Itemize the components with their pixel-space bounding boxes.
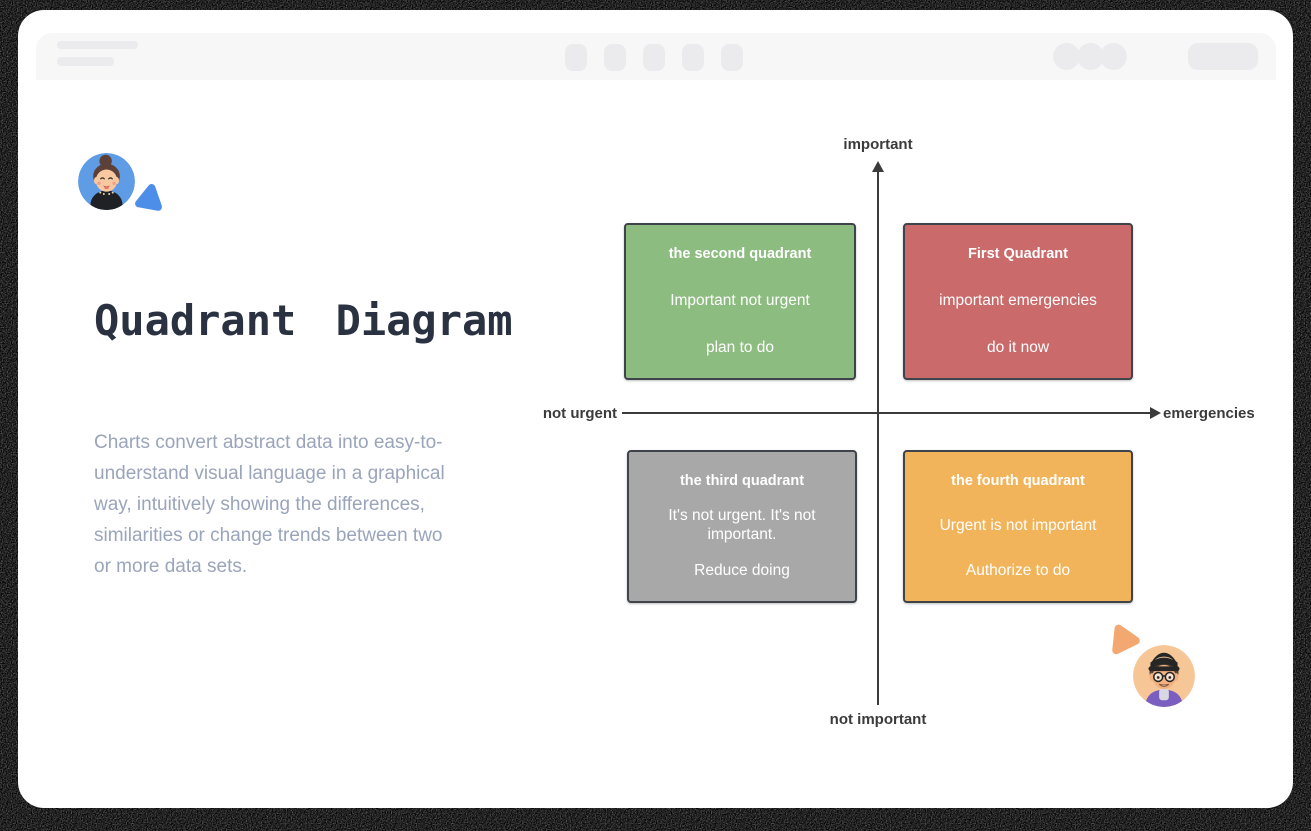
axis-label-not-urgent: not urgent [542,405,617,422]
axis-label-important: important [843,136,913,153]
vertical-axis [877,163,879,705]
collaborator-avatar-cap [1133,645,1195,707]
orange-cursor-pointer [1100,620,1145,665]
quadrant-box-third[interactable]: the third quadrant It's not urgent. It's… [627,450,857,603]
quadrant-subtitle: important emergencies [939,291,1097,309]
quadrant-action: Authorize to do [965,562,1071,579]
toolbar-button-placeholder-4[interactable] [682,44,704,71]
browser-toolbar [36,33,1276,80]
quadrant-subtitle: Important not urgent [670,291,810,309]
page-description: Charts convert abstract data into easy-t… [94,432,445,577]
app-window: Quadrant Diagram Charts convert abstract… [18,10,1293,808]
quadrant-action: Reduce doing [694,562,790,579]
quadrant-box-first[interactable]: First Quadrant important emergencies do … [903,223,1133,380]
quadrant-title: First Quadrant [968,246,1068,262]
quadrant-action: do it now [986,339,1050,356]
toolbar-text-placeholder-1 [57,41,138,49]
horizontal-axis [622,412,1152,414]
quadrant-title: the fourth quadrant [951,473,1085,489]
axis-label-not-important: not important [829,711,927,728]
page-title: Quadrant Diagram [94,296,513,345]
collaborator-avatar-placeholder-2[interactable] [1077,43,1104,70]
quadrant-title: the third quadrant [679,473,805,489]
quadrant-subtitle: It's not urgent. It's not important. [668,507,816,543]
toolbar-button-placeholder-2[interactable] [604,44,626,71]
quadrant-box-second[interactable]: the second quadrant Important not urgent… [624,223,856,380]
quadrant-box-fourth[interactable]: the fourth quadrant Urgent is not import… [903,450,1133,603]
blue-cursor-pointer [133,180,168,215]
toolbar-text-placeholder-2 [57,57,114,66]
toolbar-button-placeholder-5[interactable] [721,44,743,71]
quadrant-subtitle: Urgent is not important [939,516,1097,534]
quadrant-action: plan to do [705,339,775,356]
quadrant-title: the second quadrant [668,246,812,262]
collaborator-avatar-placeholder-1[interactable] [1053,43,1080,70]
toolbar-button-placeholder-3[interactable] [643,44,665,71]
axis-label-emergencies: emergencies [1163,405,1255,422]
share-button-placeholder[interactable] [1188,43,1258,70]
axis-arrow-right-icon [1150,407,1161,419]
collaborator-avatar-woman [78,153,135,210]
axis-arrow-up-icon [872,161,884,172]
collaborator-avatar-placeholder-3[interactable] [1100,43,1127,70]
toolbar-button-placeholder-1[interactable] [565,44,587,71]
